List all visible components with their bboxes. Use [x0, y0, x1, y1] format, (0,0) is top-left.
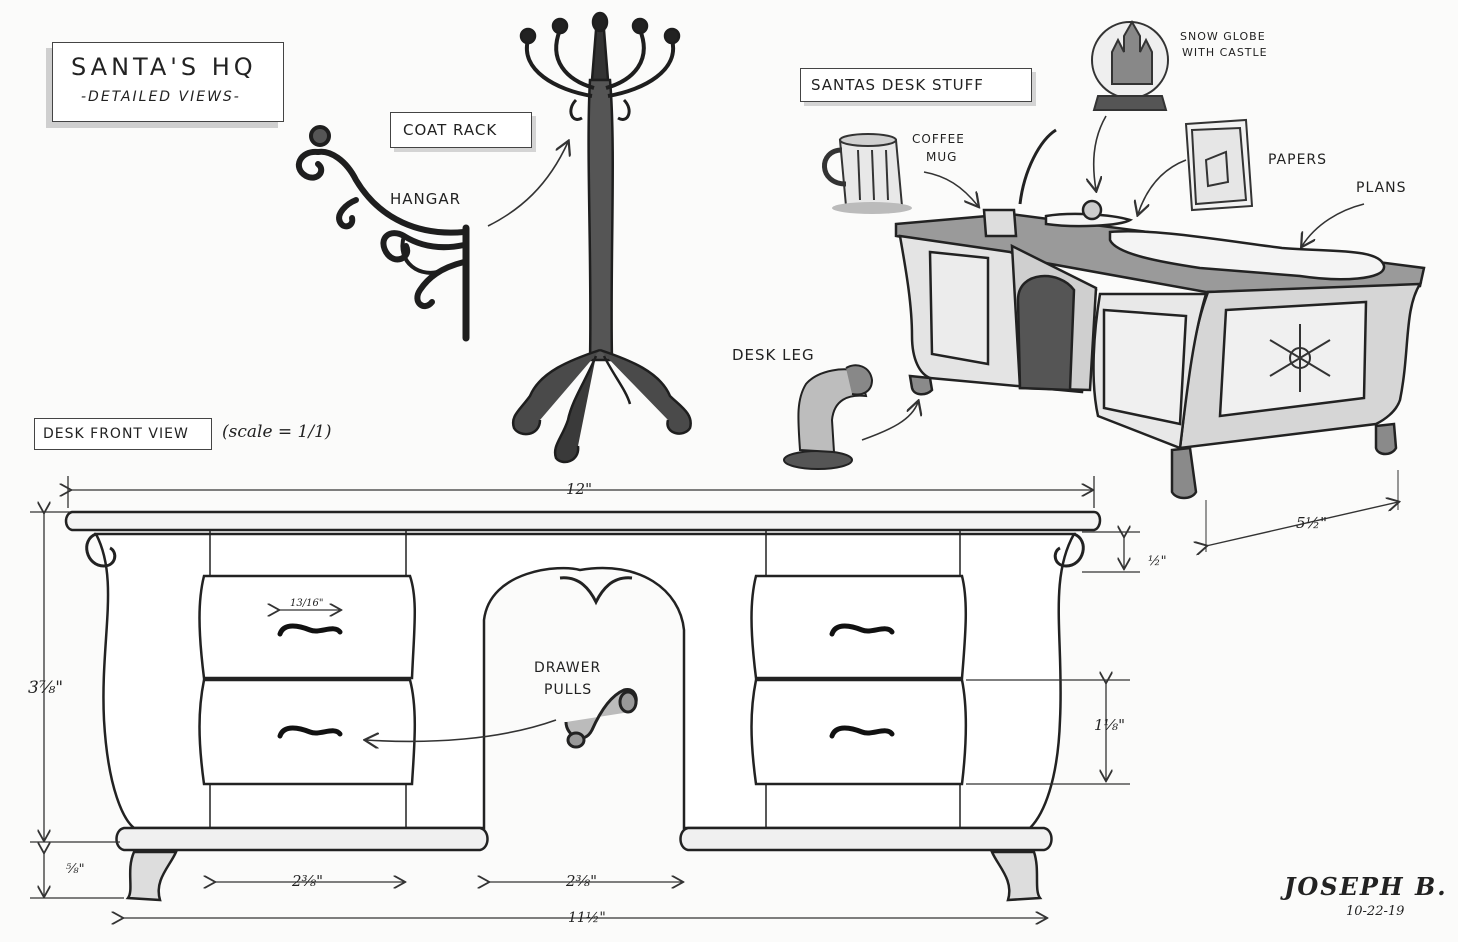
snow-globe-label-1: SNOW GLOBE: [1180, 30, 1266, 43]
page-subtitle: -DETAILED VIEWS-: [81, 89, 241, 105]
dim-drawer-height: 1⅛": [1094, 716, 1125, 734]
coffee-mug-label-1: COFFEE: [912, 132, 965, 146]
desk-leg-illustration: [783, 364, 874, 470]
drawer-pulls-label-2: PULLS: [544, 682, 593, 698]
dim-height: 3⅞": [28, 678, 64, 698]
drawer-pull-icons: [277, 623, 895, 739]
artist-signature: JOSEPH B.: [1284, 872, 1448, 901]
hangar-label: HANGAR: [390, 190, 462, 208]
arrow-hangar: [487, 142, 568, 227]
snow-globe-illustration: [1091, 19, 1169, 111]
desk-front-view: [64, 510, 1102, 902]
plans-label: PLANS: [1356, 180, 1407, 196]
dim-gap-width: 2⅜": [566, 872, 597, 890]
desk-stuff-label: SANTAS DESK STUFF: [811, 76, 984, 94]
dim-width-top: 12": [566, 480, 592, 498]
coffee-mug-illustration: [822, 133, 912, 214]
coat-rack-label-box: COAT RACK: [390, 112, 532, 148]
coffee-mug-label-2: MUG: [926, 150, 958, 164]
drawer-pulls-label-1: DRAWER: [534, 660, 602, 676]
desk-leg-label: DESK LEG: [732, 346, 815, 364]
drawer-pull-detail: [564, 688, 638, 749]
front-view-label-box: DESK FRONT VIEW: [34, 418, 212, 450]
front-view-label: DESK FRONT VIEW: [43, 426, 189, 442]
dim-pull-width: 13/16": [290, 598, 324, 609]
snowflake-icon: [1269, 324, 1331, 392]
hangar-illustration: [295, 125, 470, 342]
title-box: SANTA'S HQ -DETAILED VIEWS-: [52, 42, 284, 122]
dim-depth: 5½": [1296, 514, 1327, 532]
signature-date: 10-22-19: [1346, 904, 1405, 919]
page-title: SANTA'S HQ: [71, 53, 257, 81]
coat-rack-illustration: [511, 11, 692, 464]
dim-drawer-width: 2⅜": [292, 872, 323, 890]
papers-label: PAPERS: [1268, 152, 1328, 168]
papers-illustration: [1184, 118, 1254, 212]
scale-label: (scale = 1/1): [222, 422, 332, 442]
snow-globe-label-2: WITH CASTLE: [1182, 46, 1268, 59]
dim-top-thickness: ½": [1148, 554, 1167, 569]
desk-3d-illustration: [894, 128, 1426, 500]
coat-rack-label: COAT RACK: [403, 121, 498, 139]
desk-stuff-label-box: SANTAS DESK STUFF: [800, 68, 1032, 102]
dim-leg-height: ⅝": [66, 862, 85, 877]
dim-base-width: 11½": [568, 910, 606, 926]
